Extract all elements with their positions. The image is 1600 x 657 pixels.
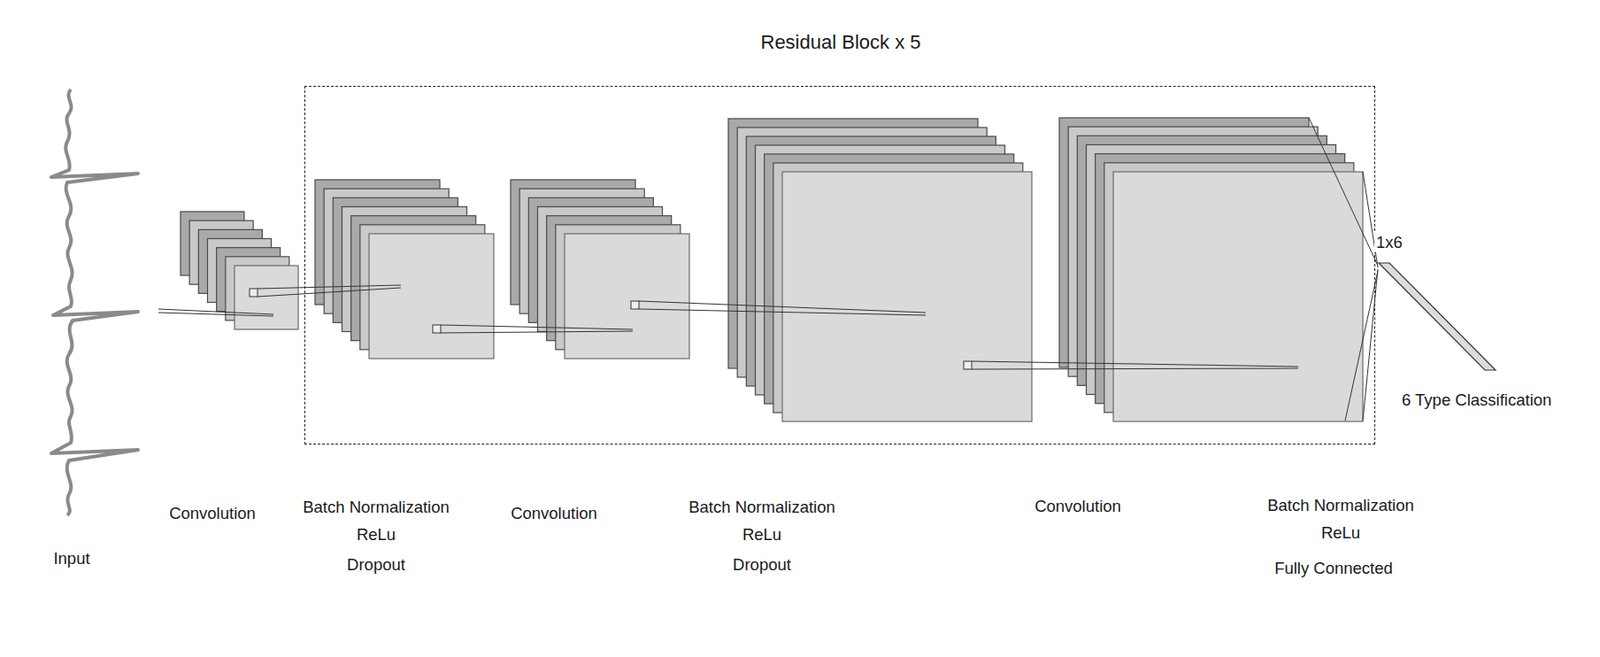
block-heading: Residual Block x 5 [761, 30, 922, 54]
layer-label: ReLu [740, 524, 784, 544]
output-label: 6 Type Classification [1400, 390, 1554, 409]
layer-label: Batch Normalization [300, 497, 452, 516]
layer-label: Dropout [345, 554, 408, 574]
feature-map-stacks [180, 117, 1363, 422]
feature-map-front [369, 233, 494, 359]
layer-label: Convolution [508, 503, 600, 523]
input-label: Input [51, 548, 92, 568]
feature-map-front [1113, 171, 1363, 422]
feature-map-front [234, 265, 299, 330]
residual-block-frame: Residual Block x 5 [304, 85, 1376, 445]
layer-label: Dropout [730, 554, 793, 574]
layer-label: Convolution [1032, 496, 1124, 516]
dimension-label: 1x6 [1374, 232, 1405, 252]
layer-label: Convolution [167, 503, 258, 523]
feature-map-front [564, 233, 690, 359]
layer-label: Batch Normalization [1265, 495, 1416, 515]
feature-map-front [782, 171, 1032, 422]
receptive-field-lines [158, 117, 1378, 421]
layer-label: Fully Connected [1272, 558, 1395, 577]
layer-label: ReLu [354, 524, 398, 544]
layer-label: ReLu [1319, 523, 1362, 542]
layer-label: Batch Normalization [686, 497, 838, 516]
output-vector [1378, 262, 1496, 370]
input-waveform [51, 89, 139, 516]
